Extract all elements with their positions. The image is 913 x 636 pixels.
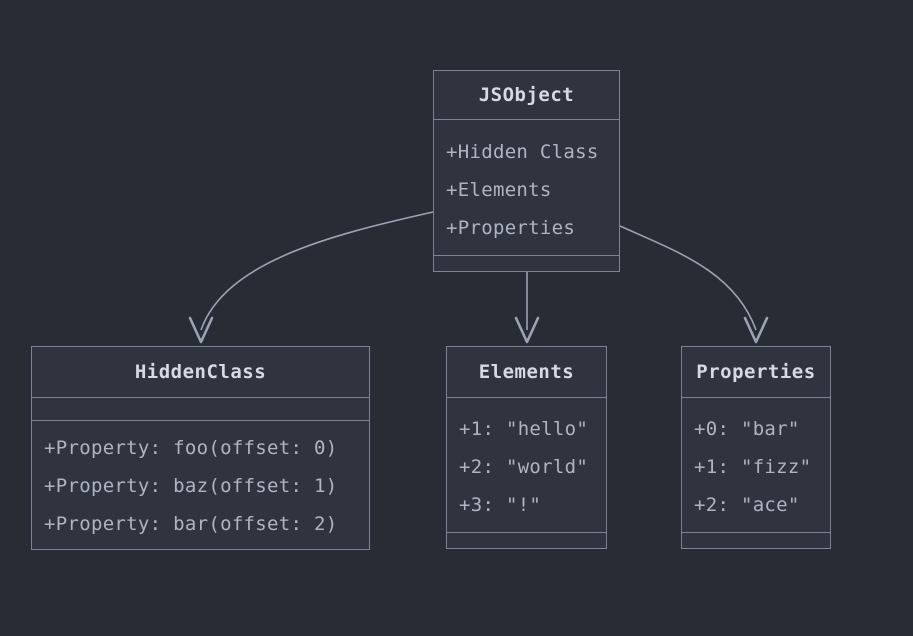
class-title-elements: Elements (447, 347, 606, 398)
class-row: +Property: foo(offset: 0) (44, 437, 338, 459)
arrowhead-properties (743, 316, 769, 344)
class-row: +0: "bar" (694, 418, 800, 440)
edge-jsobject-to-properties (619, 225, 757, 331)
class-row: +Elements (446, 178, 552, 201)
class-row: +Properties (446, 216, 576, 239)
class-attributes-elements: +1: "hello" +2: "world" +3: "!" (447, 398, 606, 532)
class-box-elements[interactable]: Elements +1: "hello" +2: "world" +3: "!" (446, 346, 607, 549)
class-box-hiddenclass[interactable]: HiddenClass +Property: foo(offset: 0) +P… (31, 346, 370, 550)
class-row: +Property: bar(offset: 2) (44, 513, 338, 535)
class-box-properties[interactable]: Properties +0: "bar" +1: "fizz" +2: "ace… (681, 346, 831, 549)
class-footer-elements (447, 532, 606, 548)
class-row: +1: "hello" (459, 418, 589, 440)
class-footer-properties (682, 532, 830, 548)
class-row: +2: "ace" (694, 494, 800, 516)
class-title-hiddenclass: HiddenClass (32, 347, 369, 398)
class-attributes-jsobject: +Hidden Class +Elements +Properties (434, 120, 619, 255)
class-row: +2: "world" (459, 456, 589, 478)
arrowhead-elements (514, 316, 540, 344)
class-row: +1: "fizz" (694, 456, 812, 478)
class-attributes-hiddenclass (32, 398, 369, 421)
class-row: +3: "!" (459, 494, 542, 516)
class-attributes-properties: +0: "bar" +1: "fizz" +2: "ace" (682, 398, 830, 532)
class-methods-hiddenclass: +Property: foo(offset: 0) +Property: baz… (32, 421, 369, 549)
class-row: +Hidden Class (446, 140, 599, 163)
class-box-jsobject[interactable]: JSObject +Hidden Class +Elements +Proper… (433, 70, 620, 272)
class-footer-jsobject (434, 255, 619, 271)
arrowhead-hiddenclass (188, 316, 214, 344)
class-row: +Property: baz(offset: 1) (44, 475, 338, 497)
class-title-properties: Properties (682, 347, 830, 398)
class-title-jsobject: JSObject (434, 71, 619, 120)
edge-jsobject-to-hiddenclass (200, 211, 434, 331)
